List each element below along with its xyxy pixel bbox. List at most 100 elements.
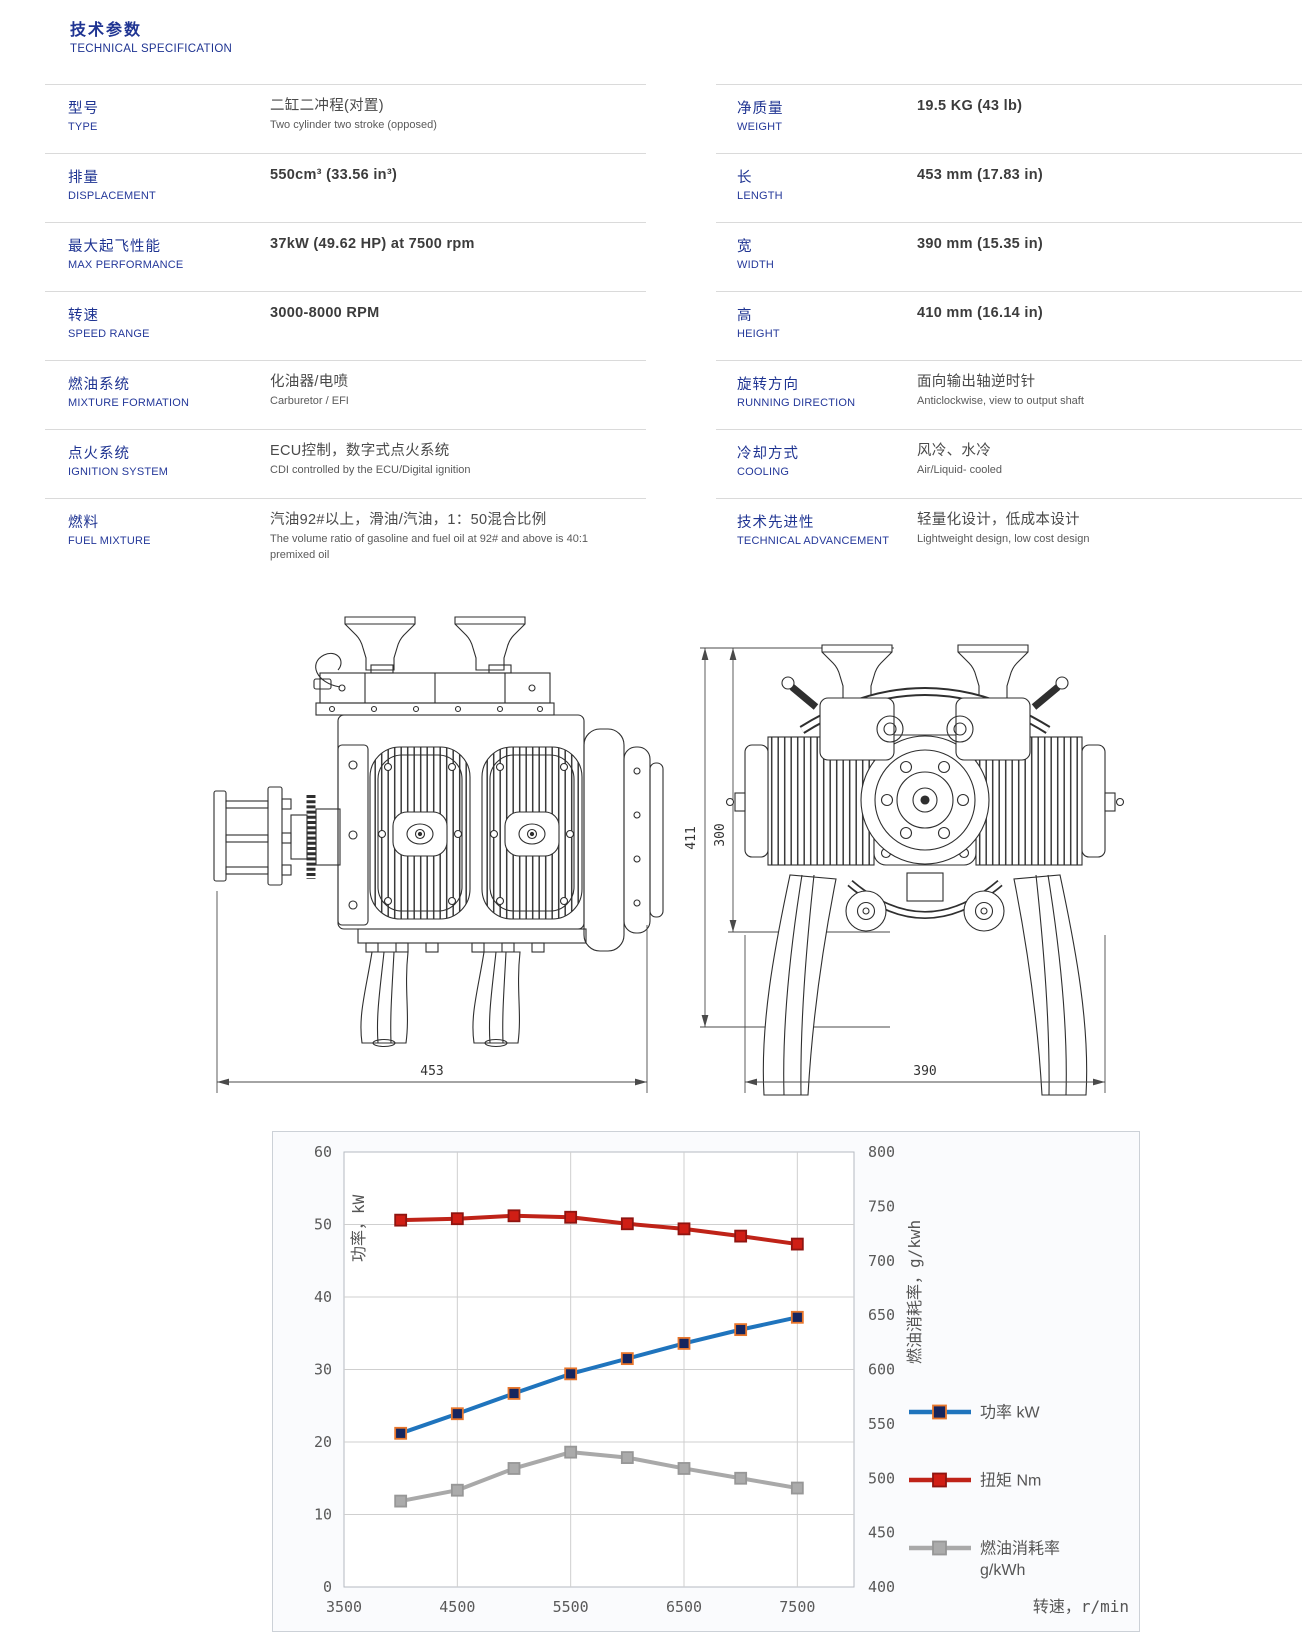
spec-value: 风冷、水冷 xyxy=(917,443,991,459)
page-title-en: TECHNICAL SPECIFICATION xyxy=(70,43,233,55)
spec-row-weight: 净质量 WEIGHT 19.5 KG (43 lb) xyxy=(716,84,1302,153)
dimension-width-390 xyxy=(744,935,1106,1093)
y-right-axis-title: 燃油消耗率，g/kwh xyxy=(905,1220,924,1364)
spec-value-sub: Lightweight design, low cost design xyxy=(917,533,1090,546)
y-right-tick-label: 600 xyxy=(868,1361,895,1379)
series-line-0 xyxy=(398,1315,800,1436)
spec-value-sub: Air/Liquid- cooled xyxy=(917,464,1002,477)
x-tick-label: 5500 xyxy=(553,1598,589,1616)
legend-label: 燃油消耗率 xyxy=(980,1540,1060,1558)
spec-row-type: 型号 TYPE 二缸二冲程(对置) Two cylinder two strok… xyxy=(45,84,646,153)
flywheel xyxy=(583,728,664,952)
data-point-marker xyxy=(450,1407,464,1421)
engine-side-view-drawing xyxy=(213,616,664,1093)
data-point-marker xyxy=(394,1213,408,1227)
engine-front-view-drawing xyxy=(700,644,1125,1096)
y-left-tick-label: 50 xyxy=(314,1216,332,1234)
spec-row-speed-range: 转速 SPEED RANGE 3000-8000 RPM xyxy=(45,291,646,360)
data-point-marker xyxy=(564,1445,578,1459)
exhaust-pipes-side xyxy=(360,951,521,1048)
spec-row-cooling: 冷却方式 COOLING 风冷、水冷 Air/Liquid- cooled xyxy=(716,429,1302,498)
x-tick-label: 7500 xyxy=(779,1598,815,1616)
data-point-marker xyxy=(790,1310,804,1324)
spec-value-sub: Anticlockwise, view to output shaft xyxy=(917,395,1084,408)
legend-label: 扭矩 Nm xyxy=(980,1472,1041,1490)
spec-value: 390 mm (15.35 in) xyxy=(917,236,1043,252)
spec-label-cn: 点火系统 xyxy=(68,446,130,462)
spec-value: 汽油92#以上，滑油/汽油，1：50混合比例 xyxy=(270,512,547,528)
spec-label-cn: 型号 xyxy=(68,101,99,117)
y-left-axis-title: 功率，kW xyxy=(349,1194,368,1262)
y-left-tick-label: 0 xyxy=(323,1578,332,1596)
spec-label-en: MAX PERFORMANCE xyxy=(68,259,184,271)
dim-label-length: 453 xyxy=(420,1064,443,1079)
spec-label-en: LENGTH xyxy=(737,190,783,202)
spec-row-length: 长 LENGTH 453 mm (17.83 in) xyxy=(716,153,1302,222)
data-point-marker xyxy=(394,1426,408,1440)
y-left-tick-label: 10 xyxy=(314,1506,332,1524)
spec-label-en: TYPE xyxy=(68,121,98,133)
data-point-marker xyxy=(394,1494,408,1508)
legend-label: 功率 kW xyxy=(980,1404,1040,1422)
data-point-marker xyxy=(450,1483,464,1497)
mount-bracket xyxy=(845,872,1005,932)
spec-row-width: 宽 WIDTH 390 mm (15.35 in) xyxy=(716,222,1302,291)
spec-label-cn: 转速 xyxy=(68,308,99,324)
data-point-marker xyxy=(507,1462,521,1475)
legend-label-line2: g/kWh xyxy=(980,1562,1025,1579)
crankcase-front xyxy=(860,734,990,866)
cylinder-head-right xyxy=(481,746,583,920)
x-axis-title: 转速，r/min xyxy=(1033,1597,1129,1616)
x-tick-label: 4500 xyxy=(439,1598,475,1616)
spec-value-sub: Two cylinder two stroke (opposed) xyxy=(270,119,437,132)
x-tick-label: 6500 xyxy=(666,1598,702,1616)
spec-label-en: WIDTH xyxy=(737,259,775,271)
data-point-marker xyxy=(790,1237,804,1251)
spec-value: 二缸二冲程(对置) xyxy=(270,98,384,114)
data-point-marker xyxy=(564,1367,578,1381)
spec-label-en: DISPLACEMENT xyxy=(68,190,156,202)
data-point-marker xyxy=(734,1323,748,1337)
spec-label-en: SPEED RANGE xyxy=(68,328,150,340)
cylinder-head-left xyxy=(369,746,471,920)
spec-value: 化油器/电喷 xyxy=(270,374,349,390)
data-point-marker xyxy=(507,1209,521,1223)
dim-label-height-upper: 300 xyxy=(713,823,728,846)
spec-table-right: 净质量 WEIGHT 19.5 KG (43 lb) 长 LENGTH 453 … xyxy=(716,84,1302,567)
y-right-tick-label: 400 xyxy=(868,1578,895,1596)
spec-label-cn: 净质量 xyxy=(737,101,784,117)
y-right-tick-label: 650 xyxy=(868,1306,895,1324)
spec-label-cn: 技术先进性 xyxy=(737,515,815,531)
spec-value: 453 mm (17.83 in) xyxy=(917,167,1043,183)
spec-label-en: TECHNICAL ADVANCEMENT xyxy=(737,535,890,547)
legend-marker xyxy=(932,1472,947,1488)
data-point-marker xyxy=(620,1217,634,1231)
propeller-hub xyxy=(213,786,341,886)
spec-value: 3000-8000 RPM xyxy=(270,305,380,321)
y-right-tick-label: 800 xyxy=(868,1143,895,1161)
intake-trumpets-side xyxy=(344,616,526,671)
data-point-marker xyxy=(620,1352,634,1366)
legend-marker xyxy=(932,1540,947,1556)
data-point-marker xyxy=(450,1212,464,1226)
spec-row-technical-advancement: 技术先进性 TECHNICAL ADVANCEMENT 轻量化设计，低成本设计 … xyxy=(716,498,1302,567)
finned-cylinder-right xyxy=(975,736,1125,866)
data-point-marker xyxy=(564,1210,578,1224)
legend-marker xyxy=(932,1404,947,1420)
data-point-marker xyxy=(620,1451,634,1464)
spec-label-cn: 高 xyxy=(737,308,753,324)
y-left-tick-label: 40 xyxy=(314,1288,332,1306)
spec-label-en: RUNNING DIRECTION xyxy=(737,397,856,409)
data-point-marker xyxy=(734,1229,748,1243)
spec-value: 410 mm (16.14 in) xyxy=(917,305,1043,321)
y-left-tick-label: 60 xyxy=(314,1143,332,1161)
spec-row-ignition-system: 点火系统 IGNITION SYSTEM ECU控制，数字式点火系统 CDI c… xyxy=(45,429,646,498)
spec-value-sub: The volume ratio of gasoline and fuel oi… xyxy=(270,533,588,562)
spec-row-running-direction: 旋转方向 RUNNING DIRECTION 面向输出轴逆时针 Anticloc… xyxy=(716,360,1302,429)
intake-trumpets-front xyxy=(821,644,1029,699)
spec-label-en: FUEL MIXTURE xyxy=(68,535,151,547)
y-right-tick-label: 750 xyxy=(868,1197,895,1215)
